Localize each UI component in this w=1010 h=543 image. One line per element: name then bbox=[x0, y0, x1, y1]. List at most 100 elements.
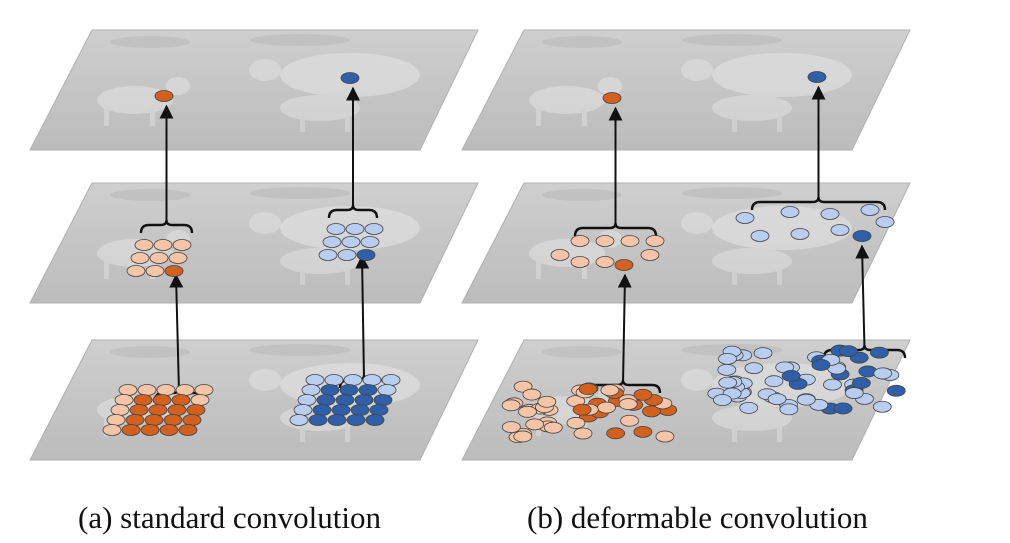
sampling-point-blue bbox=[365, 414, 385, 426]
animal-silhouettes bbox=[97, 34, 420, 132]
sampling-point-orange bbox=[118, 384, 138, 396]
sampling-point-orange bbox=[194, 384, 214, 396]
sampling-point-blue bbox=[735, 212, 755, 224]
sampling-point-blue bbox=[346, 414, 366, 426]
sampling-point-orange bbox=[130, 252, 150, 264]
sampling-point-blue bbox=[354, 394, 374, 406]
sampling-point-blue bbox=[851, 377, 871, 389]
sampling-point-blue bbox=[869, 346, 889, 359]
feature-map-plane bbox=[29, 339, 479, 461]
background-bush bbox=[250, 34, 350, 46]
sampling-point-orange bbox=[121, 424, 141, 436]
sampling-point-orange bbox=[633, 425, 653, 438]
sampling-point-blue bbox=[337, 249, 357, 261]
sampling-point-orange bbox=[152, 394, 172, 406]
small-lamb-body bbox=[712, 248, 792, 274]
sampling-point-blue bbox=[713, 394, 732, 406]
sampling-point-blue bbox=[331, 404, 351, 416]
sampling-point-orange bbox=[550, 249, 570, 261]
propagation-arrow bbox=[355, 254, 370, 380]
sampling-point-orange bbox=[164, 265, 184, 277]
sampling-point-orange bbox=[172, 239, 192, 251]
feature-map-plane bbox=[29, 182, 479, 304]
lamb-leg bbox=[104, 261, 109, 279]
small-lamb-body bbox=[280, 95, 360, 121]
sampling-point-blue bbox=[322, 236, 342, 248]
sampling-point-blue bbox=[377, 384, 397, 396]
sampling-point-orange bbox=[140, 424, 160, 436]
background-bush bbox=[682, 34, 782, 46]
sampling-point-orange bbox=[114, 394, 134, 406]
sampling-point-orange bbox=[522, 388, 542, 401]
sampling-point-blue bbox=[780, 206, 800, 218]
sampling-point-orange bbox=[126, 265, 146, 277]
sampling-point-blue bbox=[718, 376, 738, 389]
sampling-point-blue bbox=[297, 394, 317, 406]
sampling-point-orange bbox=[163, 414, 183, 426]
sampling-point-orange bbox=[595, 235, 615, 247]
sampling-point-orange bbox=[167, 404, 187, 416]
sheep-body bbox=[712, 53, 852, 97]
sampling-point-orange bbox=[597, 401, 616, 414]
sampling-point-blue bbox=[744, 362, 764, 375]
lamb-leg bbox=[732, 426, 737, 442]
sampling-point-orange bbox=[156, 384, 176, 396]
background-bush bbox=[542, 189, 622, 201]
lamb-head bbox=[598, 77, 622, 95]
sampling-point-blue bbox=[369, 404, 389, 416]
lamb-leg bbox=[300, 116, 305, 132]
sampling-point-orange bbox=[102, 424, 122, 436]
sheep-head bbox=[681, 212, 713, 234]
background-bush bbox=[250, 187, 350, 199]
propagation-arrow bbox=[169, 273, 184, 393]
sampling-point-orange bbox=[149, 252, 169, 264]
sampling-point-orange bbox=[572, 403, 592, 416]
sampling-point-blue bbox=[838, 345, 858, 358]
sampling-point-blue bbox=[358, 384, 378, 396]
sampling-point-orange bbox=[501, 421, 521, 433]
sampling-point-blue bbox=[335, 394, 355, 406]
lamb-leg bbox=[150, 108, 155, 126]
sampling-point-blue bbox=[750, 230, 770, 242]
sampling-point-blue bbox=[289, 414, 309, 426]
sampling-point-blue bbox=[364, 223, 384, 235]
sampling-point-blue bbox=[318, 249, 338, 261]
sampling-point-orange bbox=[655, 430, 675, 443]
sampling-point-blue bbox=[324, 374, 344, 386]
sampling-point-blue bbox=[373, 394, 393, 406]
lamb-leg bbox=[582, 418, 587, 436]
background-bush bbox=[542, 36, 622, 48]
feature-map-plane bbox=[461, 29, 911, 151]
sampling-point-orange bbox=[171, 394, 191, 406]
lamb-leg bbox=[582, 261, 587, 279]
sampling-point-blue bbox=[356, 249, 376, 261]
animal-silhouettes bbox=[529, 34, 852, 132]
background-bush bbox=[250, 344, 350, 356]
caption-standard-convolution: (a) standard convolution bbox=[78, 500, 382, 535]
sampling-point-blue bbox=[739, 401, 759, 414]
sampling-point-orange bbox=[578, 383, 598, 395]
sheep-head bbox=[681, 59, 713, 81]
sampling-point-blue bbox=[360, 236, 380, 248]
sampling-point-orange bbox=[640, 249, 660, 261]
sampling-point-orange bbox=[501, 399, 521, 412]
small-lamb-body bbox=[712, 405, 792, 431]
sampling-point-orange bbox=[186, 404, 206, 416]
sampling-point-blue bbox=[301, 384, 321, 396]
lamb-leg bbox=[777, 269, 782, 285]
plane-surface bbox=[29, 339, 479, 461]
sampling-point-blue bbox=[293, 404, 313, 416]
propagation-arrow bbox=[617, 273, 632, 385]
sampling-point-blue bbox=[308, 414, 328, 426]
lamb-body bbox=[97, 86, 173, 114]
lamb-leg bbox=[536, 261, 541, 279]
sampling-point-blue bbox=[873, 367, 893, 380]
sampling-point-orange bbox=[137, 384, 157, 396]
sampling-point-blue bbox=[764, 375, 784, 388]
sampling-point-blue bbox=[345, 223, 365, 235]
sampling-point-orange bbox=[543, 421, 563, 434]
sampling-point-orange bbox=[620, 414, 639, 427]
sampling-point-blue bbox=[327, 414, 347, 426]
lamb-leg bbox=[732, 116, 737, 132]
sampling-point-blue bbox=[718, 352, 737, 365]
